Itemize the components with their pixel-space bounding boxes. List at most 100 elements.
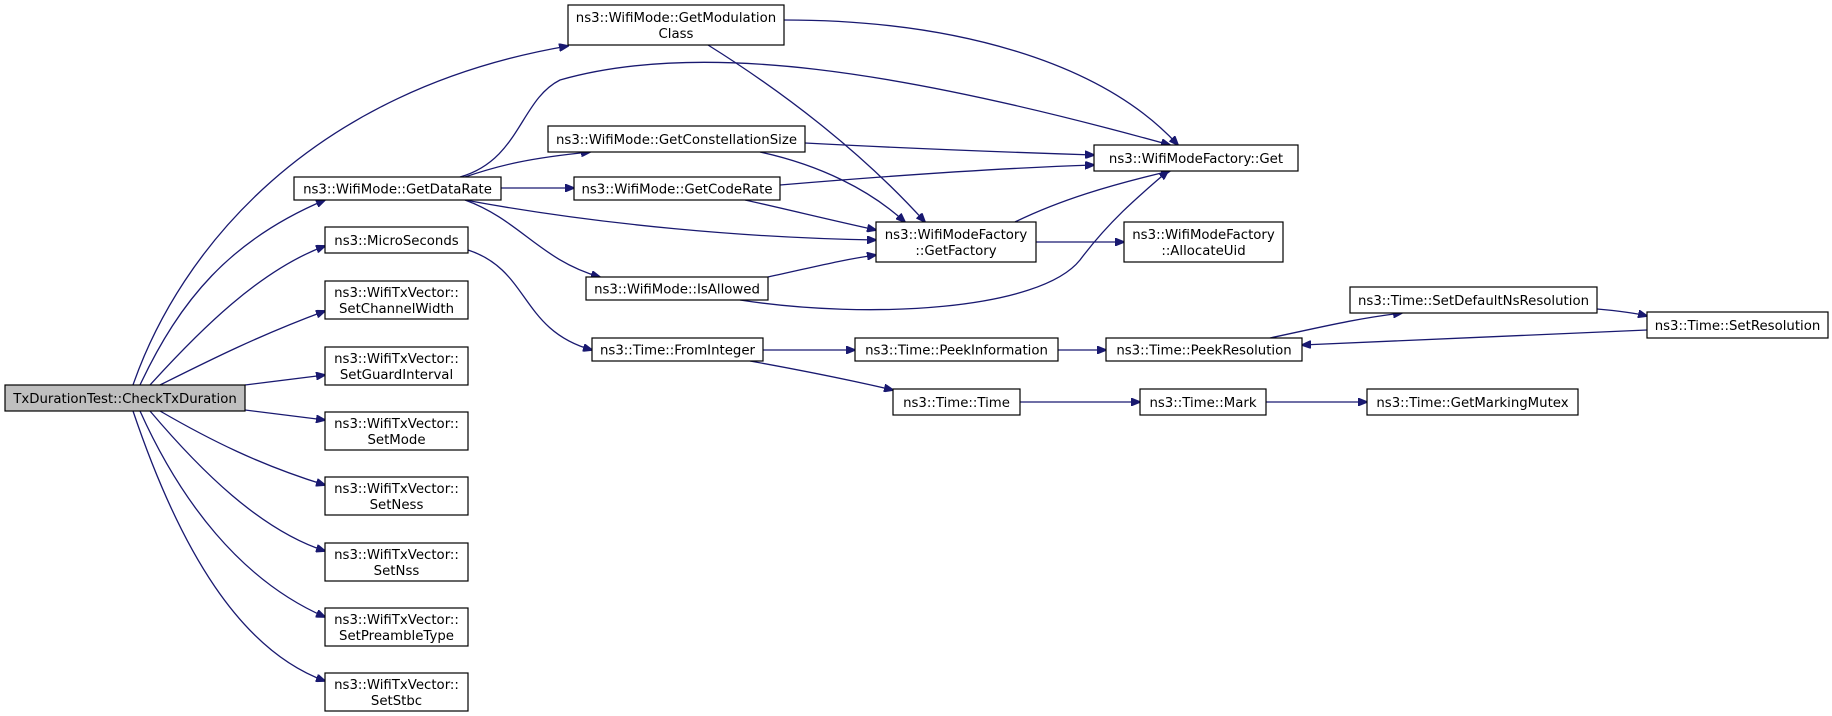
node-label: ns3::WifiMode::GetCodeRate [581,183,772,198]
edge-getcode-to-wmfget [779,165,1094,186]
node-box [567,4,785,46]
node-box [324,542,469,582]
edge-getdatarate-to-wmfget [459,61,1170,178]
node-box [892,388,1021,416]
node-label: ns3::WifiTxVector:: [334,417,459,432]
node-label: ns3::Time::Mark [1149,396,1256,411]
node-label: SetNess [370,498,424,513]
node-label: SetNss [374,564,420,579]
edge-root-to-setmode [244,409,325,420]
node-label: ::AllocateUid [1161,244,1245,259]
node-label: SetStbc [371,694,422,709]
node-label: ns3::WifiMode::IsAllowed [594,283,760,298]
node-label: ns3::Time::PeekResolution [1116,344,1291,359]
node-peekinfo[interactable]: ns3::Time::PeekInformation [854,337,1059,362]
node-label: ns3::WifiTxVector:: [334,482,459,497]
edge-root-to-setstbc [132,410,325,681]
node-label: ns3::Time::SetDefaultNsResolution [1358,294,1589,309]
node-label: ns3::WifiModeFactory [1132,228,1275,243]
node-setmode[interactable]: ns3::WifiTxVector::SetMode [324,411,469,451]
edge-fromint-to-timetime [749,360,893,390]
node-label: ns3::WifiModeFactory [885,228,1028,243]
edge-setdefns-to-setres [1596,308,1647,316]
edge-isallowed-to-wmfget [739,171,1168,311]
edge-root-to-setgi [244,375,325,386]
node-label: ns3::Time::FromInteger [600,344,756,359]
node-setness[interactable]: ns3::WifiTxVector::SetNess [324,476,469,516]
node-box [1349,286,1598,314]
node-box [1646,311,1829,339]
edge-root-to-setpre [139,410,325,617]
node-getmutex[interactable]: ns3::Time::GetMarkingMutex [1366,388,1579,416]
node-getconst[interactable]: ns3::WifiMode::GetConstellationSize [547,125,806,153]
edge-root-to-getdatarate [139,200,325,386]
edge-getcode-to-wmfgetfac [744,199,876,230]
node-setres[interactable]: ns3::Time::SetResolution [1646,311,1829,339]
node-box [4,384,246,412]
node-box [591,337,764,362]
node-box [293,176,502,201]
node-setdefns[interactable]: ns3::Time::SetDefaultNsResolution [1349,286,1598,314]
node-box [854,337,1059,362]
node-setstbc[interactable]: ns3::WifiTxVector::SetStbc [324,672,469,712]
edge-root-to-setness [159,410,325,485]
node-label: ns3::WifiModeFactory::Get [1109,152,1283,167]
edge-peekres-to-setdefns [1269,313,1402,339]
nodes: TxDurationTest::CheckTxDurationns3::Wifi… [4,4,1829,712]
node-wmfalloc[interactable]: ns3::WifiModeFactory::AllocateUid [1123,221,1284,263]
node-box [585,276,769,301]
node-label: TxDurationTest::CheckTxDuration [12,392,237,407]
node-isallowed[interactable]: ns3::WifiMode::IsAllowed [585,276,769,301]
node-label: ns3::Time::GetMarkingMutex [1376,396,1568,411]
edge-root-to-setnss [149,410,325,551]
node-box [324,411,469,451]
node-mark[interactable]: ns3::Time::Mark [1139,388,1267,416]
node-box [324,226,469,254]
node-peekres[interactable]: ns3::Time::PeekResolution [1105,337,1303,362]
node-label: SetChannelWidth [339,302,454,317]
node-setnss[interactable]: ns3::WifiTxVector::SetNss [324,542,469,582]
node-box [573,176,781,201]
node-box [1366,388,1579,416]
node-setpre[interactable]: ns3::WifiTxVector::SetPreambleType [324,607,469,647]
node-getcode[interactable]: ns3::WifiMode::GetCodeRate [573,176,781,201]
node-getdatarate[interactable]: ns3::WifiMode::GetDataRate [293,176,502,201]
node-label: ns3::Time::SetResolution [1655,319,1821,334]
node-box [1139,388,1267,416]
node-label: ns3::WifiTxVector:: [334,678,459,693]
node-wmfget[interactable]: ns3::WifiModeFactory::Get [1093,144,1299,172]
node-label: ns3::WifiTxVector:: [334,286,459,301]
node-microsec[interactable]: ns3::MicroSeconds [324,226,469,254]
node-box [324,346,469,386]
edge-getdatarate-to-wmfgetfac [464,199,876,240]
node-box [1105,337,1303,362]
edge-root-to-microsec [149,246,325,386]
node-label: ns3::WifiTxVector:: [334,548,459,563]
node-label: SetMode [367,433,425,448]
edge-wmfgetfac-to-wmfget [1014,171,1170,223]
node-label: SetGuardInterval [340,368,453,383]
node-box [1093,144,1299,172]
node-label: ns3::WifiMode::GetDataRate [303,183,492,198]
node-fromint[interactable]: ns3::Time::FromInteger [591,337,764,362]
edge-getdatarate-to-isallowed [464,199,600,277]
node-box [324,476,469,516]
node-root[interactable]: TxDurationTest::CheckTxDuration [4,384,246,412]
node-box [547,125,806,153]
edge-getmod-to-wmfgetfac [707,44,925,222]
node-timetime[interactable]: ns3::Time::Time [892,388,1021,416]
node-box [324,672,469,712]
edge-getconst-to-wmfget [804,142,1094,155]
node-label: ns3::Time::Time [903,396,1010,411]
edge-getdatarate-to-getconst [464,152,590,178]
node-setchw[interactable]: ns3::WifiTxVector::SetChannelWidth [324,280,469,320]
node-wmfgetfac[interactable]: ns3::WifiModeFactory::GetFactory [875,221,1037,263]
edge-root-to-getmod [132,46,568,386]
edge-isallowed-to-wmfgetfac [767,255,876,278]
node-label: ns3::Time::PeekInformation [865,344,1048,359]
node-box [1123,221,1284,263]
edge-root-to-setchw [159,311,325,386]
edge-getconst-to-wmfgetfac [759,151,905,222]
node-setgi[interactable]: ns3::WifiTxVector::SetGuardInterval [324,346,469,386]
